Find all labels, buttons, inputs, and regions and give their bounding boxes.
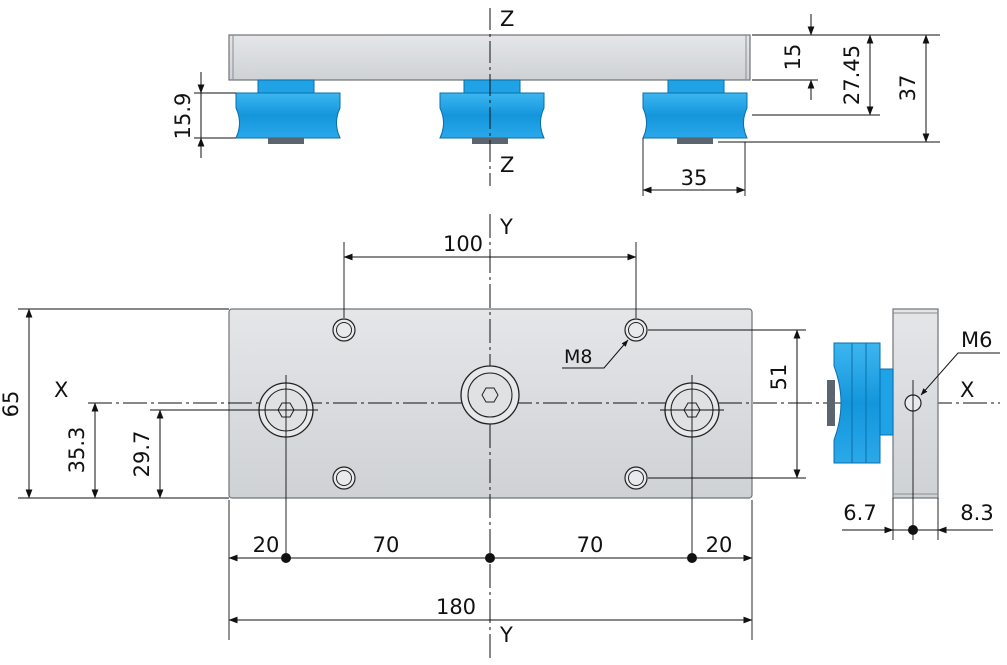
m8-hole-bottom-left <box>332 466 356 490</box>
m8-hole-top-left <box>332 318 356 342</box>
dim-8-3: 8.3 <box>960 501 993 525</box>
dim-70-left: 70 <box>373 533 400 557</box>
dim-65: 65 <box>0 391 23 418</box>
chain-dot-left <box>281 553 291 563</box>
axis-label-y-top: Y <box>499 215 513 239</box>
front-view: Y Y X <box>0 214 1000 660</box>
dim-35-3: 35.3 <box>65 427 89 474</box>
top-roller-center <box>439 79 545 144</box>
side-dot <box>908 525 918 535</box>
dim-20-right: 20 <box>706 533 733 557</box>
dim-15-9: 15.9 <box>171 93 195 140</box>
dim-15: 15 <box>781 44 805 71</box>
m8-hole-top-right <box>624 318 648 342</box>
axis-label-y-bottom: Y <box>499 623 513 647</box>
axis-label-x-left: X <box>54 378 68 402</box>
side-roller <box>827 342 894 464</box>
axis-label-z-top: Z <box>500 7 514 31</box>
bolt-center <box>460 365 520 425</box>
dim-6-7: 6.7 <box>843 501 876 525</box>
m8-hole-bottom-right <box>624 466 648 490</box>
side-view: X M6 6.7 8.3 <box>827 308 1000 540</box>
chain-dot-center <box>485 553 495 563</box>
thread-label-m6: M6 <box>961 328 992 352</box>
axis-label-z-bottom: Z <box>500 153 514 177</box>
dim-35: 35 <box>681 166 708 190</box>
dim-20-left: 20 <box>253 533 280 557</box>
dim-100: 100 <box>443 232 483 256</box>
dim-29-7: 29.7 <box>130 431 154 478</box>
dim-37: 37 <box>896 75 920 102</box>
axis-label-x-right: X <box>960 378 974 402</box>
dim-180: 180 <box>436 595 476 619</box>
dim-70-right: 70 <box>577 533 604 557</box>
top-view: Z Z 15 27.45 37 15.9 35 <box>171 7 940 196</box>
chain-dot-right <box>687 553 697 563</box>
dim-27-45: 27.45 <box>840 45 864 105</box>
dim-51: 51 <box>767 364 791 391</box>
top-roller-right <box>642 79 748 144</box>
thread-label-m8: M8 <box>564 346 592 368</box>
top-roller-left <box>235 79 341 144</box>
